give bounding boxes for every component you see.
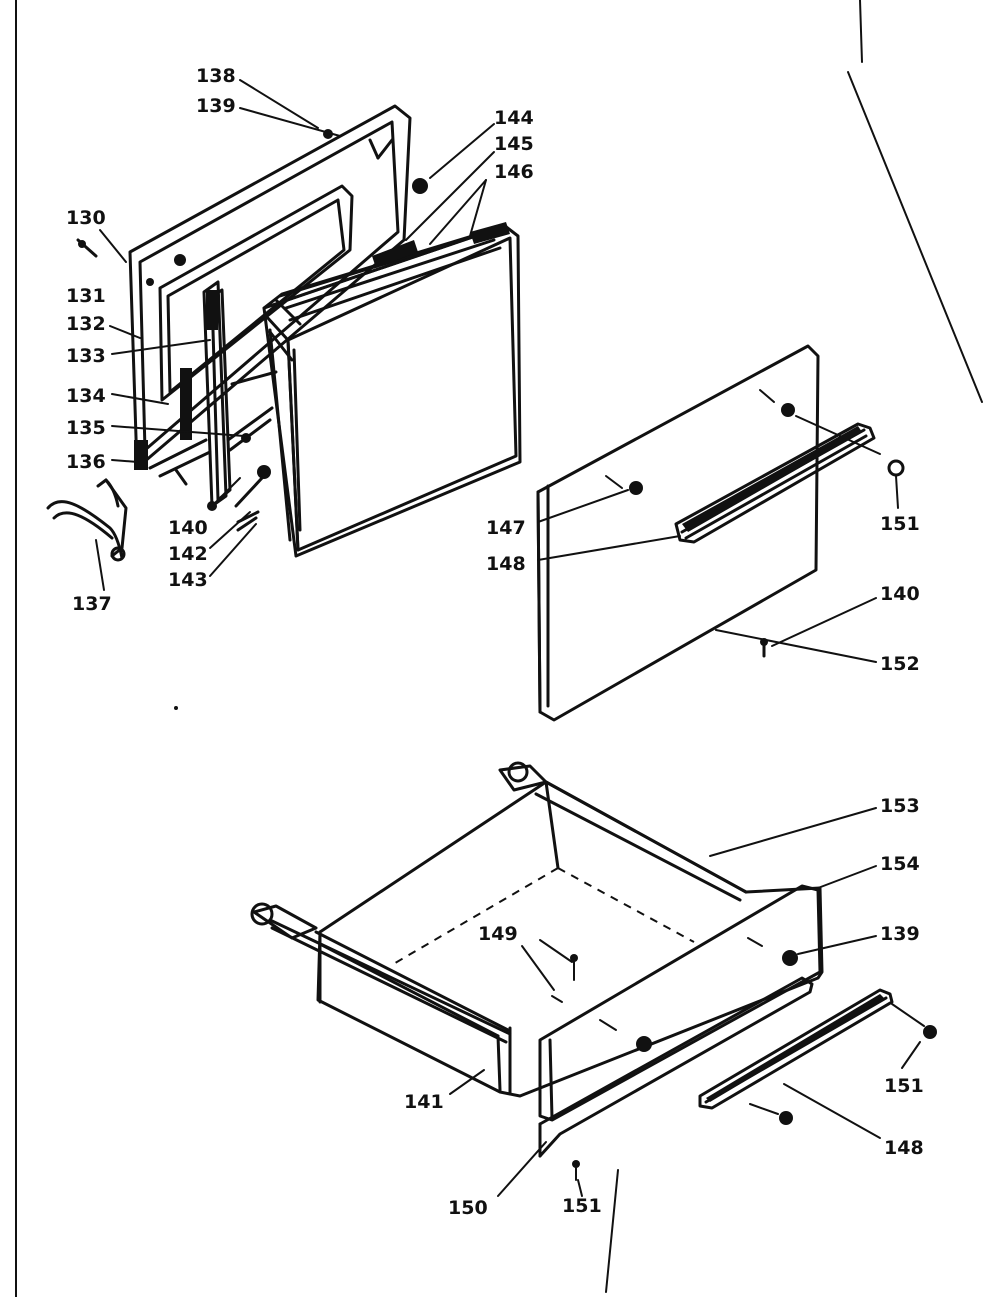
- label-148-middle: 148: [486, 553, 526, 575]
- label-133: 133: [66, 345, 106, 367]
- label-151-top: 151: [880, 513, 920, 535]
- label-136: 136: [66, 451, 106, 473]
- bottom-edge-line: [605, 1169, 619, 1293]
- right-edge-line: [847, 71, 983, 403]
- label-142: 142: [168, 543, 208, 565]
- part-labels: 138 139 144 145 146 130 131 132 133 134 …: [66, 65, 924, 1219]
- speck: [174, 706, 178, 710]
- right-top-edge-line: [859, 0, 863, 63]
- label-150: 150: [448, 1197, 488, 1219]
- label-145: 145: [494, 133, 534, 155]
- label-141: 141: [404, 1091, 444, 1113]
- drawer-box: [250, 761, 824, 1098]
- label-146: 146: [494, 161, 534, 183]
- label-153: 153: [880, 795, 920, 817]
- drawer-handle-148: [698, 988, 937, 1125]
- hinge-part-137: [46, 478, 128, 562]
- label-137: 137: [72, 593, 112, 615]
- label-154: 154: [880, 853, 920, 875]
- label-139-bottom: 139: [880, 923, 920, 945]
- label-140-left: 140: [168, 517, 208, 539]
- door-hinge-assembly: [134, 280, 278, 532]
- drawer-front-panel: [536, 344, 905, 722]
- screw-130-shaft: [76, 238, 98, 258]
- leader-lines: [95, 79, 921, 1197]
- label-151-right: 151: [884, 1075, 924, 1097]
- door-outer-panel: [262, 222, 522, 558]
- label-151-bottom: 151: [562, 1195, 602, 1217]
- label-144: 144: [494, 107, 534, 129]
- label-135: 135: [66, 417, 106, 439]
- label-149: 149: [478, 923, 518, 945]
- label-140-right: 140: [880, 583, 920, 605]
- label-148-bottom: 148: [884, 1137, 924, 1159]
- label-134: 134: [66, 385, 106, 407]
- drawer-front-face: [538, 884, 822, 1181]
- label-132: 132: [66, 313, 106, 335]
- label-139-top: 139: [196, 95, 236, 117]
- label-143: 143: [168, 569, 208, 591]
- door-inner-panel: [128, 104, 412, 470]
- label-152: 152: [880, 653, 920, 675]
- label-138: 138: [196, 65, 236, 87]
- label-130: 130: [66, 207, 106, 229]
- label-131: 131: [66, 285, 106, 307]
- label-147: 147: [486, 517, 526, 539]
- bumper-144: [412, 178, 428, 194]
- door-handle-148: [674, 422, 876, 544]
